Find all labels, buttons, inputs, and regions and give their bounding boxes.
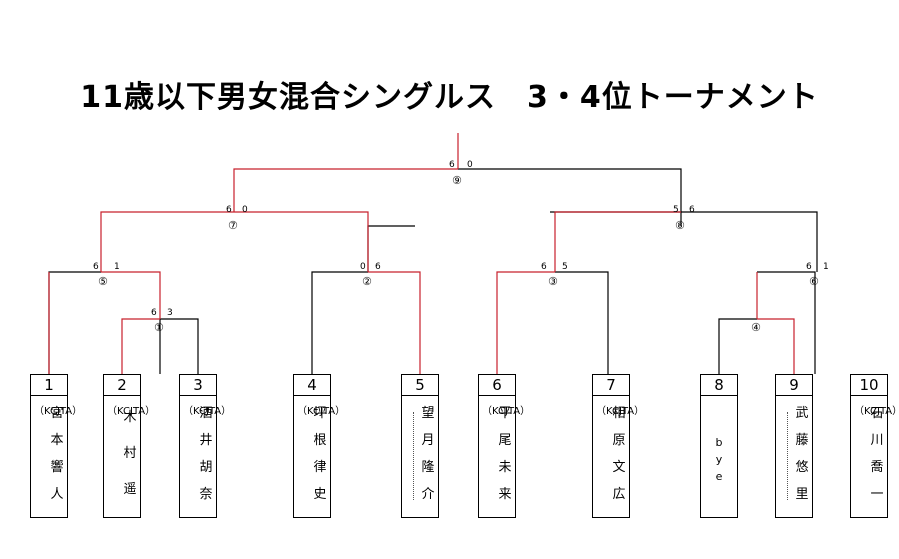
page-title: 11歳以下男女混合シングルス 3・4位トーナメント [80, 80, 819, 115]
affiliation: （KCJTA） [596, 406, 645, 417]
match-9-score-left: 6 [449, 160, 455, 170]
player-box-7: 7 （KCJTA） 相原文広 [592, 374, 645, 518]
seed-number: 3 [180, 375, 216, 396]
seed-number: 10 [851, 375, 887, 396]
player-name: 相原文広 [612, 406, 626, 502]
player-box-6: 6 （KCJTA） 平尾未来 [478, 374, 531, 518]
dotted-divider [787, 412, 788, 500]
player-name: 木村遥 [123, 410, 137, 497]
affiliation: （KCJTA） [183, 406, 232, 417]
seed-number: 2 [104, 375, 140, 396]
player-name: 宮本響人 [50, 406, 64, 502]
match-1-label: ① [154, 321, 164, 334]
match-2-label: ② [362, 275, 372, 288]
player-box-5: 5 望月隆介 [401, 374, 439, 518]
match-7-score-right: 0 [242, 205, 248, 215]
seed-number: 8 [701, 375, 737, 396]
seed-number: 6 [479, 375, 515, 396]
dotted-divider [413, 412, 414, 500]
seed-number: 9 [776, 375, 812, 396]
seed-number: 5 [402, 375, 438, 396]
player-name: 坪根律史 [313, 406, 327, 502]
player-box-4: 4 （KCJTA） 坪根律史 [293, 374, 346, 518]
match-7-label: ⑦ [228, 219, 238, 232]
match-6-score-left: 6 [806, 262, 812, 272]
match-8-label: ⑧ [675, 219, 685, 232]
player-box-3: 3 （KCJTA） 酒井胡奈 [179, 374, 232, 518]
player-box-9: 9 武藤悠里 [775, 374, 813, 518]
seed-number: 1 [31, 375, 67, 396]
affiliation: （KCJTA） [297, 406, 346, 417]
player-name: 望月隆介 [421, 406, 435, 502]
match-8-score-right: 6 [689, 205, 695, 215]
match-1-score-left: 6 [151, 308, 157, 318]
match-3-score-left: 6 [541, 262, 547, 272]
player-box-10: 10 （KCJTA） 石川喬一 [850, 374, 899, 518]
player-box-2: 2 （KCJTA） 木村遥 [103, 374, 156, 518]
match-6-score-right: 1 [823, 262, 829, 272]
match-6-label: ⑥ [809, 275, 819, 288]
match-4-label: ④ [751, 321, 761, 334]
match-5-score-right: 1 [114, 262, 120, 272]
seed-number: 7 [593, 375, 629, 396]
player-name: 平尾未来 [498, 406, 512, 502]
match-5-label: ⑤ [98, 275, 108, 288]
match-5-score-left: 6 [93, 262, 99, 272]
match-9-label: ⑨ [452, 174, 462, 187]
match-7-score-left: 6 [226, 205, 232, 215]
affiliation: （KCJTA） [854, 406, 899, 417]
match-3-score-right: 5 [562, 262, 568, 272]
player-box-1: 1 （KCJTA） 宮本響人 [30, 374, 83, 518]
match-1-score-right: 3 [167, 308, 173, 318]
affiliation: （KCJTA） [34, 406, 83, 417]
match-8-score-left: 5 [673, 205, 679, 215]
affiliation: （KCJTA） [482, 406, 531, 417]
seed-number: 4 [294, 375, 330, 396]
match-9-score-right: 0 [467, 160, 473, 170]
player-name: 武藤悠里 [795, 406, 809, 502]
affiliation: （KCJTA） [107, 406, 156, 417]
player-name: 石川喬一 [870, 406, 884, 502]
match-2-score-right: 6 [375, 262, 381, 272]
match-3-label: ③ [548, 275, 558, 288]
match-2-score-left: 0 [360, 262, 366, 272]
player-name: 酒井胡奈 [199, 406, 213, 502]
